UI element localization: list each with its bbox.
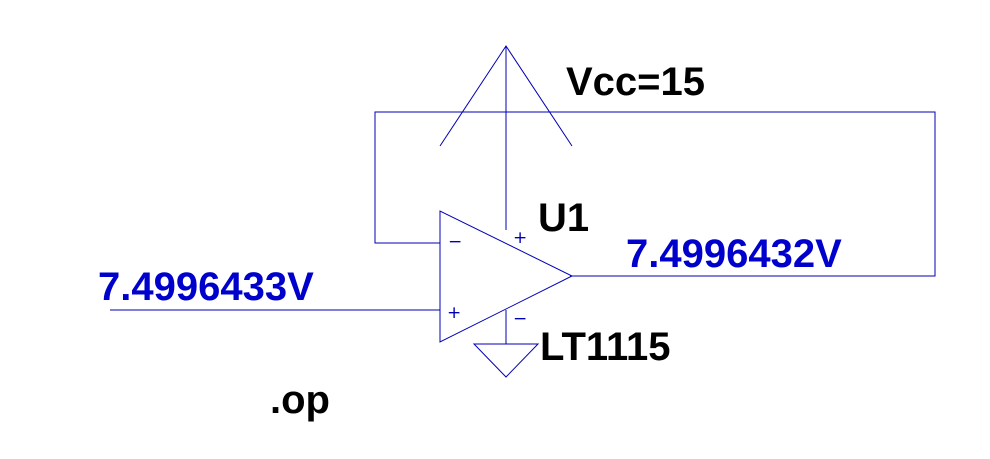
supply-label: Vcc=15 (566, 60, 705, 104)
output-node-voltage: 7.4996432V (626, 232, 842, 276)
input-node-voltage: 7.4996433V (98, 265, 314, 309)
opamp-triangle-icon (439, 210, 574, 343)
opamp-ref-label: U1 (538, 196, 589, 240)
inverting-pin-mark: − (448, 232, 462, 252)
opamp-model-label: LT1115 (540, 325, 670, 369)
feedback-wire[interactable] (374, 111, 936, 277)
ground-icon (472, 343, 540, 378)
vplus-pin-mark: + (513, 228, 527, 248)
vminus-pin-mark: − (513, 309, 527, 329)
spice-directive[interactable]: .op (270, 378, 330, 422)
vcc-supply-symbol[interactable] (439, 45, 573, 230)
opamp-u1[interactable]: − + + − (439, 210, 574, 343)
noninverting-pin-mark: + (447, 303, 461, 323)
ground-symbol[interactable] (472, 310, 540, 378)
